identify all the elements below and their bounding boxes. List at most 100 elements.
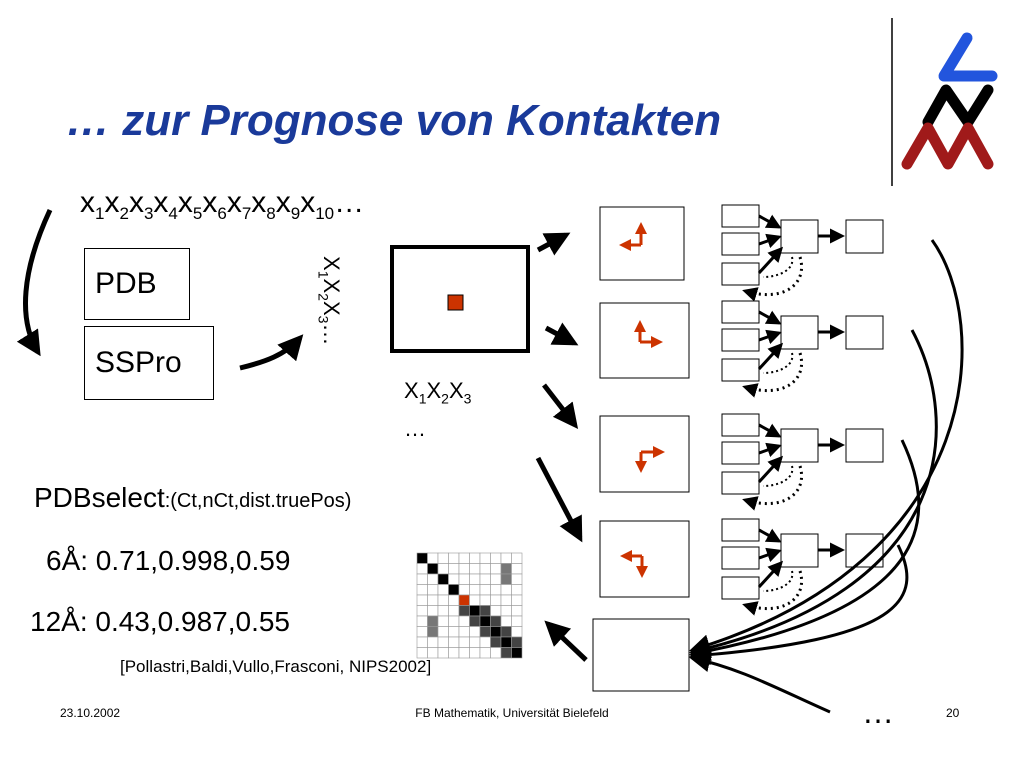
- contact-map-cell: [448, 636, 460, 648]
- input-sequence: x1x2x3x4x5x6x7x8x9x10…: [80, 186, 364, 224]
- contact-map-cell: [458, 573, 470, 585]
- result-12a: 12Å: 0.43,0.987,0.55: [30, 606, 290, 637]
- contact-map-cell: [479, 594, 491, 606]
- seq-index: 7: [241, 204, 252, 223]
- contact-map-cell: [469, 594, 481, 606]
- network-group-3: [721, 413, 884, 511]
- contact-map-cell: [490, 573, 502, 585]
- contact-map-cell: [500, 563, 512, 575]
- recurrent-edge: [762, 570, 794, 592]
- contact-map-cell: [479, 563, 491, 575]
- output-unit: [845, 219, 884, 254]
- direction-box-3: [599, 415, 690, 493]
- edge: [757, 246, 784, 275]
- seq-index: 4: [168, 204, 178, 223]
- recurrent-edge: [762, 256, 794, 278]
- contact-map-cell: [511, 605, 523, 617]
- recurrent-edge: [762, 465, 794, 487]
- contact-map-cell: [416, 636, 428, 648]
- contact-map-cell: [500, 605, 512, 617]
- input-unit: [721, 300, 760, 324]
- contact-map-cell: [479, 552, 491, 564]
- network-group-2: [721, 300, 884, 398]
- contact-map-cell: [500, 573, 512, 585]
- contact-map-cell: [490, 615, 502, 627]
- contact-map-cell: [458, 584, 470, 596]
- result-6a: 6Å: 0.71,0.998,0.59: [46, 545, 291, 576]
- contact-map-cell: [511, 563, 523, 575]
- page-number: 20: [946, 706, 960, 720]
- contact-map-cell: [479, 615, 491, 627]
- contact-map-cell: [479, 647, 491, 659]
- contact-map-cell: [500, 636, 512, 648]
- contact-map-cell: [416, 573, 428, 585]
- contact-map-cell: [469, 626, 481, 638]
- contact-map-cell: [437, 584, 449, 596]
- footer-institution: FB Mathematik, Universität Bielefeld: [415, 706, 609, 720]
- direction-box-2: [599, 302, 690, 379]
- output-unit: [845, 315, 884, 350]
- reference: [Pollastri,Baldi,Vullo,Frasconi, NIPS200…: [120, 657, 432, 676]
- input-unit: [721, 262, 760, 286]
- contact-map-cell: [511, 615, 523, 627]
- contact-map-cell: [458, 647, 470, 659]
- contact-map-cell: [427, 573, 439, 585]
- edge: [758, 214, 782, 229]
- network-group-1: [721, 204, 884, 302]
- contact-map-cell: [479, 626, 491, 638]
- contact-map-cell: [458, 594, 470, 606]
- contact-map-cell: [500, 615, 512, 627]
- contact-map-cell: [469, 573, 481, 585]
- input-unit: [721, 441, 760, 465]
- input-unit: [721, 413, 760, 437]
- contact-map-cell: [437, 636, 449, 648]
- seq-symbol: x: [226, 186, 242, 219]
- contact-map-cell: [511, 636, 523, 648]
- contact-map-cell: [416, 615, 428, 627]
- contact-map-cell: [448, 584, 460, 596]
- contact-map-cell: [448, 594, 460, 606]
- contact-map-cell: [511, 573, 523, 585]
- contact-map-cell: [469, 584, 481, 596]
- contact-map-cell: [448, 552, 460, 564]
- seq-index: 8: [266, 204, 276, 223]
- seq-symbol: x: [251, 186, 267, 219]
- contact-map-cell: [500, 584, 512, 596]
- hidden-unit: [780, 315, 819, 350]
- contact-map-cell: [500, 626, 512, 638]
- input-unit: [721, 328, 760, 352]
- seq-symbol: x: [202, 186, 218, 219]
- contact-map-cell: [448, 563, 460, 575]
- input-unit: [721, 232, 760, 256]
- contact-map-cell: [427, 552, 439, 564]
- contact-map-cell: [469, 563, 481, 575]
- network-group-4: [721, 518, 884, 616]
- window-marker: [447, 294, 464, 311]
- output-arrow: [544, 620, 588, 662]
- contact-map-cell: [490, 584, 502, 596]
- contact-map-cell: [448, 615, 460, 627]
- edge: [758, 233, 782, 249]
- merge-curves: [689, 239, 964, 714]
- contact-map-cell: [448, 573, 460, 585]
- input-unit: [721, 358, 760, 382]
- contact-map-cell: [458, 636, 470, 648]
- university-logo: [891, 18, 998, 186]
- contact-map-cell: [427, 626, 439, 638]
- direction-box-4: [599, 520, 690, 598]
- seq-symbol: x: [177, 186, 193, 219]
- curved-arrow-left: [16, 208, 53, 357]
- edge: [757, 560, 784, 589]
- recurrent-edge: [762, 352, 794, 374]
- contact-map-cell: [458, 615, 470, 627]
- contact-map-cell: [437, 573, 449, 585]
- input-unit: [721, 471, 760, 495]
- contact-map-cell: [458, 552, 470, 564]
- contact-map-cell: [469, 636, 481, 648]
- contact-map-cell: [479, 584, 491, 596]
- contact-map-cell: [511, 584, 523, 596]
- edge: [758, 547, 782, 563]
- seq-symbol: x: [153, 186, 169, 219]
- contact-map-cell: [448, 605, 460, 617]
